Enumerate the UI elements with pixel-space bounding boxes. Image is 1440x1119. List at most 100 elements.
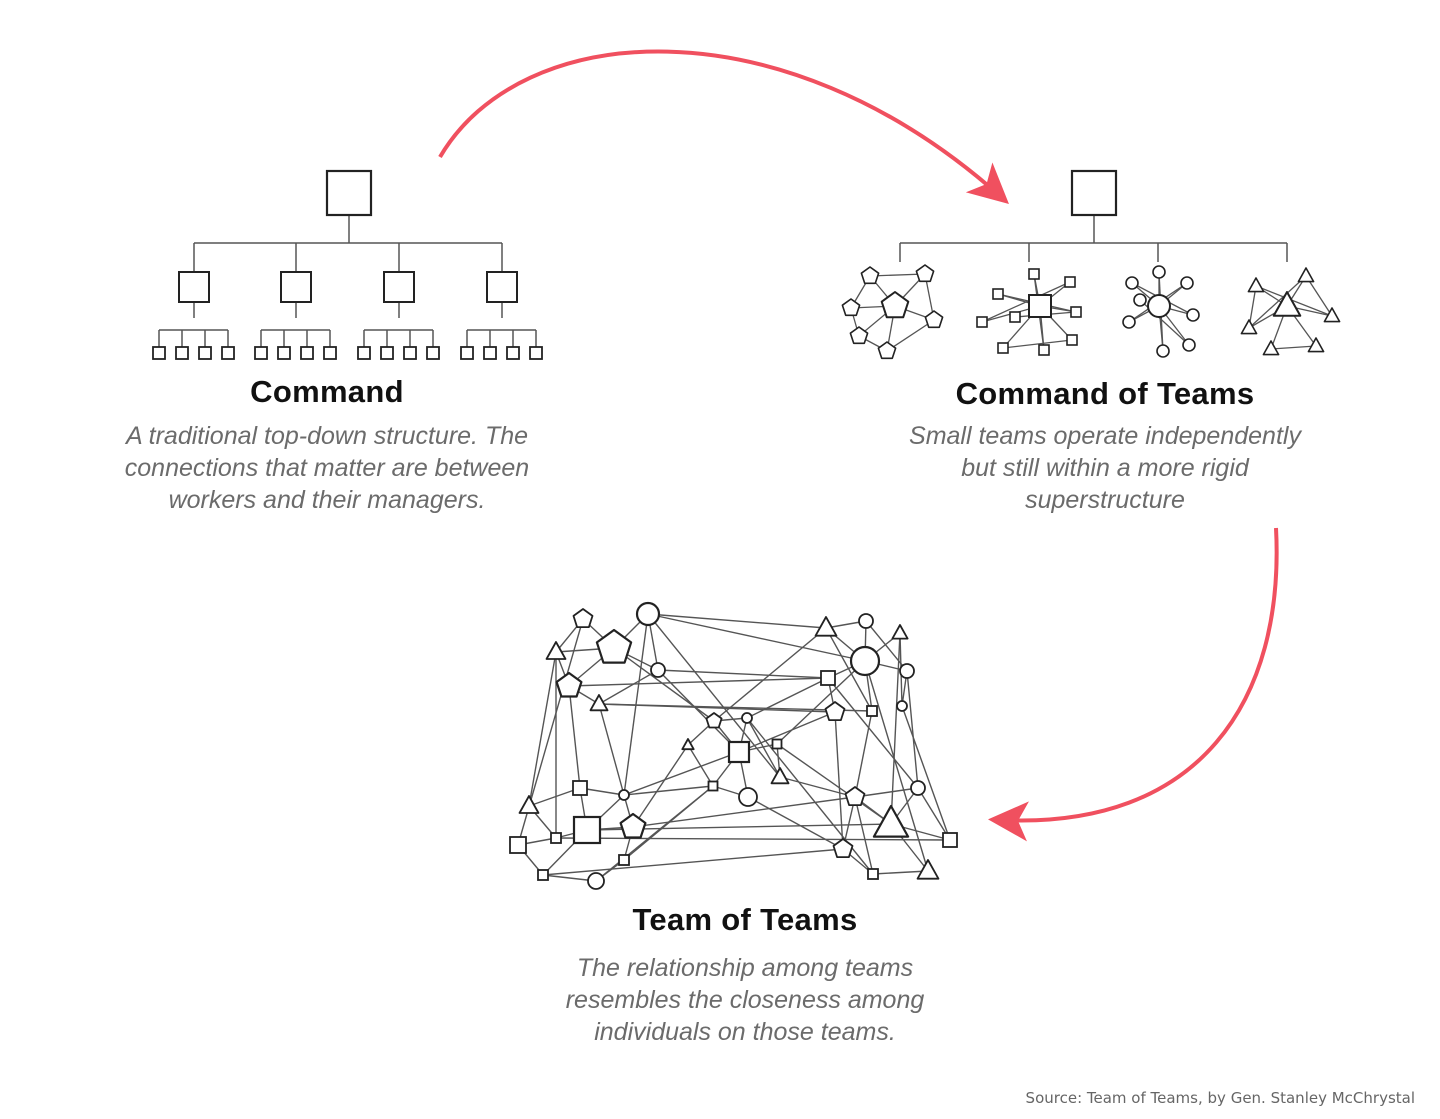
network-link bbox=[864, 660, 929, 872]
triangle-node bbox=[916, 859, 940, 880]
network-link bbox=[687, 744, 714, 787]
square-node bbox=[572, 815, 602, 845]
square-node bbox=[483, 346, 497, 360]
circle-node bbox=[858, 613, 874, 629]
pentagon-node bbox=[595, 628, 633, 664]
circle-node bbox=[896, 700, 908, 712]
description-line: individuals on those teams. bbox=[594, 1018, 896, 1046]
command-description: A traditional top-down structure. The co… bbox=[77, 420, 577, 516]
network-link bbox=[613, 647, 715, 722]
circle-node bbox=[1125, 276, 1139, 290]
square-node bbox=[152, 346, 166, 360]
square-node bbox=[383, 271, 415, 303]
square-node bbox=[506, 346, 520, 360]
network-link bbox=[623, 785, 714, 796]
description-line: A traditional top-down structure. The bbox=[125, 422, 529, 450]
square-node bbox=[1028, 268, 1040, 280]
square-node bbox=[175, 346, 189, 360]
triangle-node bbox=[1297, 267, 1315, 283]
network-link bbox=[854, 787, 919, 798]
circle-node bbox=[910, 780, 926, 796]
triangle-node bbox=[891, 624, 909, 640]
command-hierarchy bbox=[152, 169, 543, 360]
square-node bbox=[323, 346, 337, 360]
description-line: workers and their managers. bbox=[168, 486, 486, 514]
pentagon-node bbox=[619, 812, 647, 839]
arrow-command-to-command-of-teams bbox=[438, 49, 1009, 204]
network-link bbox=[713, 627, 827, 722]
network-link bbox=[746, 717, 781, 778]
circle-node bbox=[618, 789, 630, 801]
triangle-node bbox=[518, 795, 540, 814]
command-of-teams-hierarchy bbox=[841, 169, 1341, 360]
triangle-node bbox=[589, 694, 609, 712]
network-link bbox=[657, 669, 829, 679]
command-of-teams-description: Small teams operate independently but st… bbox=[855, 420, 1355, 516]
triangle-node bbox=[872, 804, 910, 838]
square-node bbox=[572, 780, 588, 796]
circle-node bbox=[1186, 308, 1200, 322]
square-node bbox=[221, 346, 235, 360]
cluster-link bbox=[1270, 345, 1317, 350]
team-of-teams-network bbox=[509, 601, 958, 890]
square-node bbox=[1070, 169, 1118, 217]
square-node bbox=[403, 346, 417, 360]
network-link bbox=[738, 711, 836, 753]
network-link bbox=[647, 613, 866, 662]
square-node bbox=[550, 832, 562, 844]
pentagon-node bbox=[877, 341, 897, 360]
cluster-link bbox=[1002, 339, 1073, 349]
source-credit: Source: Team of Teams, by Gen. Stanley M… bbox=[1025, 1089, 1415, 1107]
square-node bbox=[280, 271, 312, 303]
square-node bbox=[529, 346, 543, 360]
network-link bbox=[827, 677, 919, 789]
network-link bbox=[834, 711, 844, 850]
triangle-node bbox=[814, 616, 838, 637]
square-node bbox=[618, 854, 630, 866]
pentagon-node bbox=[844, 786, 866, 806]
network-link bbox=[890, 632, 901, 825]
square-node bbox=[992, 288, 1004, 300]
square-node bbox=[1038, 344, 1050, 356]
network-link bbox=[568, 685, 581, 789]
triangle-node bbox=[681, 738, 695, 751]
square-node bbox=[1064, 276, 1076, 288]
network-link bbox=[568, 677, 829, 687]
square-node bbox=[1009, 311, 1021, 323]
square-node bbox=[820, 670, 836, 686]
network-link bbox=[779, 776, 856, 798]
description-line: connections that matter are between bbox=[124, 454, 530, 482]
command-title: Command bbox=[250, 374, 404, 409]
circle-node bbox=[1180, 276, 1194, 290]
cluster-link bbox=[1248, 275, 1307, 329]
square-node bbox=[537, 869, 549, 881]
pentagon-node bbox=[880, 291, 910, 319]
network-link bbox=[647, 613, 781, 778]
description-line: resembles the closeness among bbox=[565, 986, 925, 1014]
network-link bbox=[632, 744, 689, 828]
description-line: The relationship among teams bbox=[576, 954, 914, 982]
cluster-link bbox=[1255, 285, 1333, 317]
circle-node bbox=[1147, 294, 1171, 318]
triangle-node bbox=[1247, 277, 1265, 293]
triangle-node bbox=[770, 767, 790, 785]
network-link bbox=[623, 751, 740, 796]
network-link bbox=[746, 677, 829, 719]
cluster-link bbox=[981, 281, 1071, 323]
pentagon-node bbox=[915, 264, 935, 283]
network-link bbox=[542, 848, 844, 876]
team-of-teams-title: Team of Teams bbox=[632, 902, 858, 937]
circle-node bbox=[1122, 315, 1136, 329]
network-link bbox=[623, 613, 649, 796]
square-node bbox=[277, 346, 291, 360]
pentagon-node bbox=[841, 298, 861, 317]
network-link bbox=[647, 613, 827, 629]
network-link bbox=[901, 705, 951, 841]
square-node bbox=[866, 705, 878, 717]
circle-node bbox=[1133, 293, 1147, 307]
circle-node bbox=[899, 663, 915, 679]
square-node bbox=[254, 346, 268, 360]
network-link bbox=[825, 627, 873, 712]
circle-node bbox=[650, 662, 666, 678]
network-link bbox=[632, 796, 856, 828]
